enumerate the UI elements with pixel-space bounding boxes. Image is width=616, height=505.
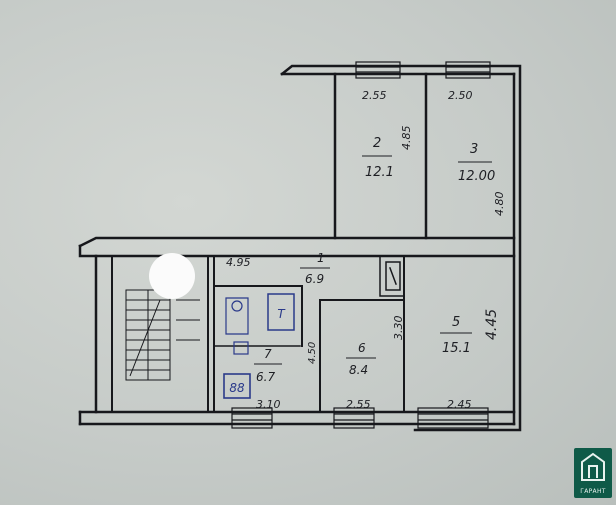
drain-icon <box>231 300 243 312</box>
room-6-area: 8.4 <box>349 363 368 377</box>
room-1-area: 6.9 <box>305 272 324 286</box>
company-logo: ГАРАНТ <box>574 448 612 498</box>
dim-room2-width: 2.55 <box>362 89 387 102</box>
dim-room7-width: 3.10 <box>256 398 281 411</box>
bath-label: T <box>277 307 286 321</box>
room-5-area: 15.1 <box>442 341 471 356</box>
dim-room6-width: 2.55 <box>346 398 371 411</box>
room-2-area: 12.1 <box>365 165 394 180</box>
room-7-area: 6.7 <box>256 370 275 384</box>
bathroom-fixtures: 88 T <box>223 293 295 399</box>
outer-walls <box>78 64 522 432</box>
cover-dot <box>149 253 195 299</box>
dim-room7-length: 4.50 <box>307 342 318 364</box>
bathtub-icon <box>267 293 295 331</box>
logo-text: ГАРАНТ <box>580 488 606 495</box>
room-6-number: 6 <box>358 341 366 355</box>
dim-room3-length: 4.80 <box>493 192 506 217</box>
room-7-number: 7 <box>264 347 272 361</box>
toilet-icon <box>233 341 249 355</box>
dim-room2-length: 4.85 <box>400 126 413 151</box>
house-icon <box>581 452 605 481</box>
dim-room5-width: 2.45 <box>447 398 472 411</box>
room-5-number: 5 <box>452 315 460 330</box>
stove-icon <box>223 373 251 399</box>
room-3-area: 12.00 <box>458 169 495 184</box>
staircase <box>125 289 200 381</box>
room-1-number: 1 <box>317 251 325 265</box>
dim-corridor-length: 4.95 <box>226 256 251 269</box>
room-3-number: 3 <box>470 142 478 157</box>
room-2-number: 2 <box>373 136 381 151</box>
dim-room3-width: 2.50 <box>448 89 473 102</box>
room-labels: 1 6.9 2 12.1 3 12.00 5 15.1 6 8.4 7 6.7 <box>254 136 495 384</box>
dim-room5-length: 4.45 <box>484 309 500 340</box>
dim-room6-length: 3.30 <box>392 316 405 341</box>
sink-icon <box>225 297 249 335</box>
dimension-labels: 2.55 2.50 4.85 4.80 4.95 3.30 4.50 4.45 … <box>226 89 506 411</box>
stove-label: 88 <box>229 381 245 395</box>
windows <box>231 61 491 429</box>
